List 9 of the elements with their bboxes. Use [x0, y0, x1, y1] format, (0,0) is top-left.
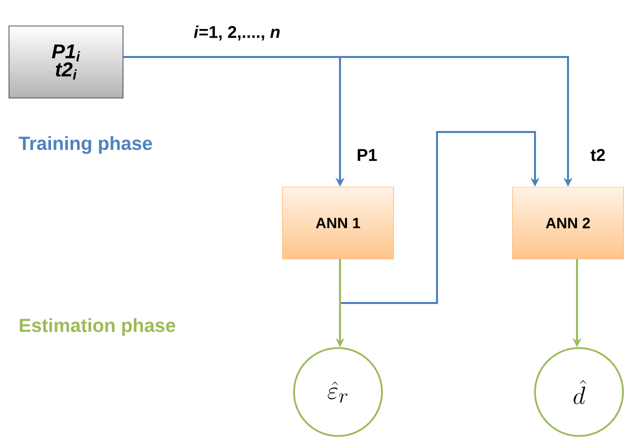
process-box: ANN 2	[512, 186, 624, 260]
process-box: ANN 1	[282, 186, 394, 260]
range-label: i=1, 2,...., n	[194, 26, 280, 40]
phase-label: Estimation phase	[20, 318, 176, 336]
phase-label: Training phase	[18, 136, 152, 154]
input-box: P1$_{i}$ t2$_{i}$	[8, 26, 124, 98]
arrow	[339, 131, 540, 304]
edge-label: t2	[589, 148, 607, 162]
edge-label: P1	[356, 148, 378, 162]
